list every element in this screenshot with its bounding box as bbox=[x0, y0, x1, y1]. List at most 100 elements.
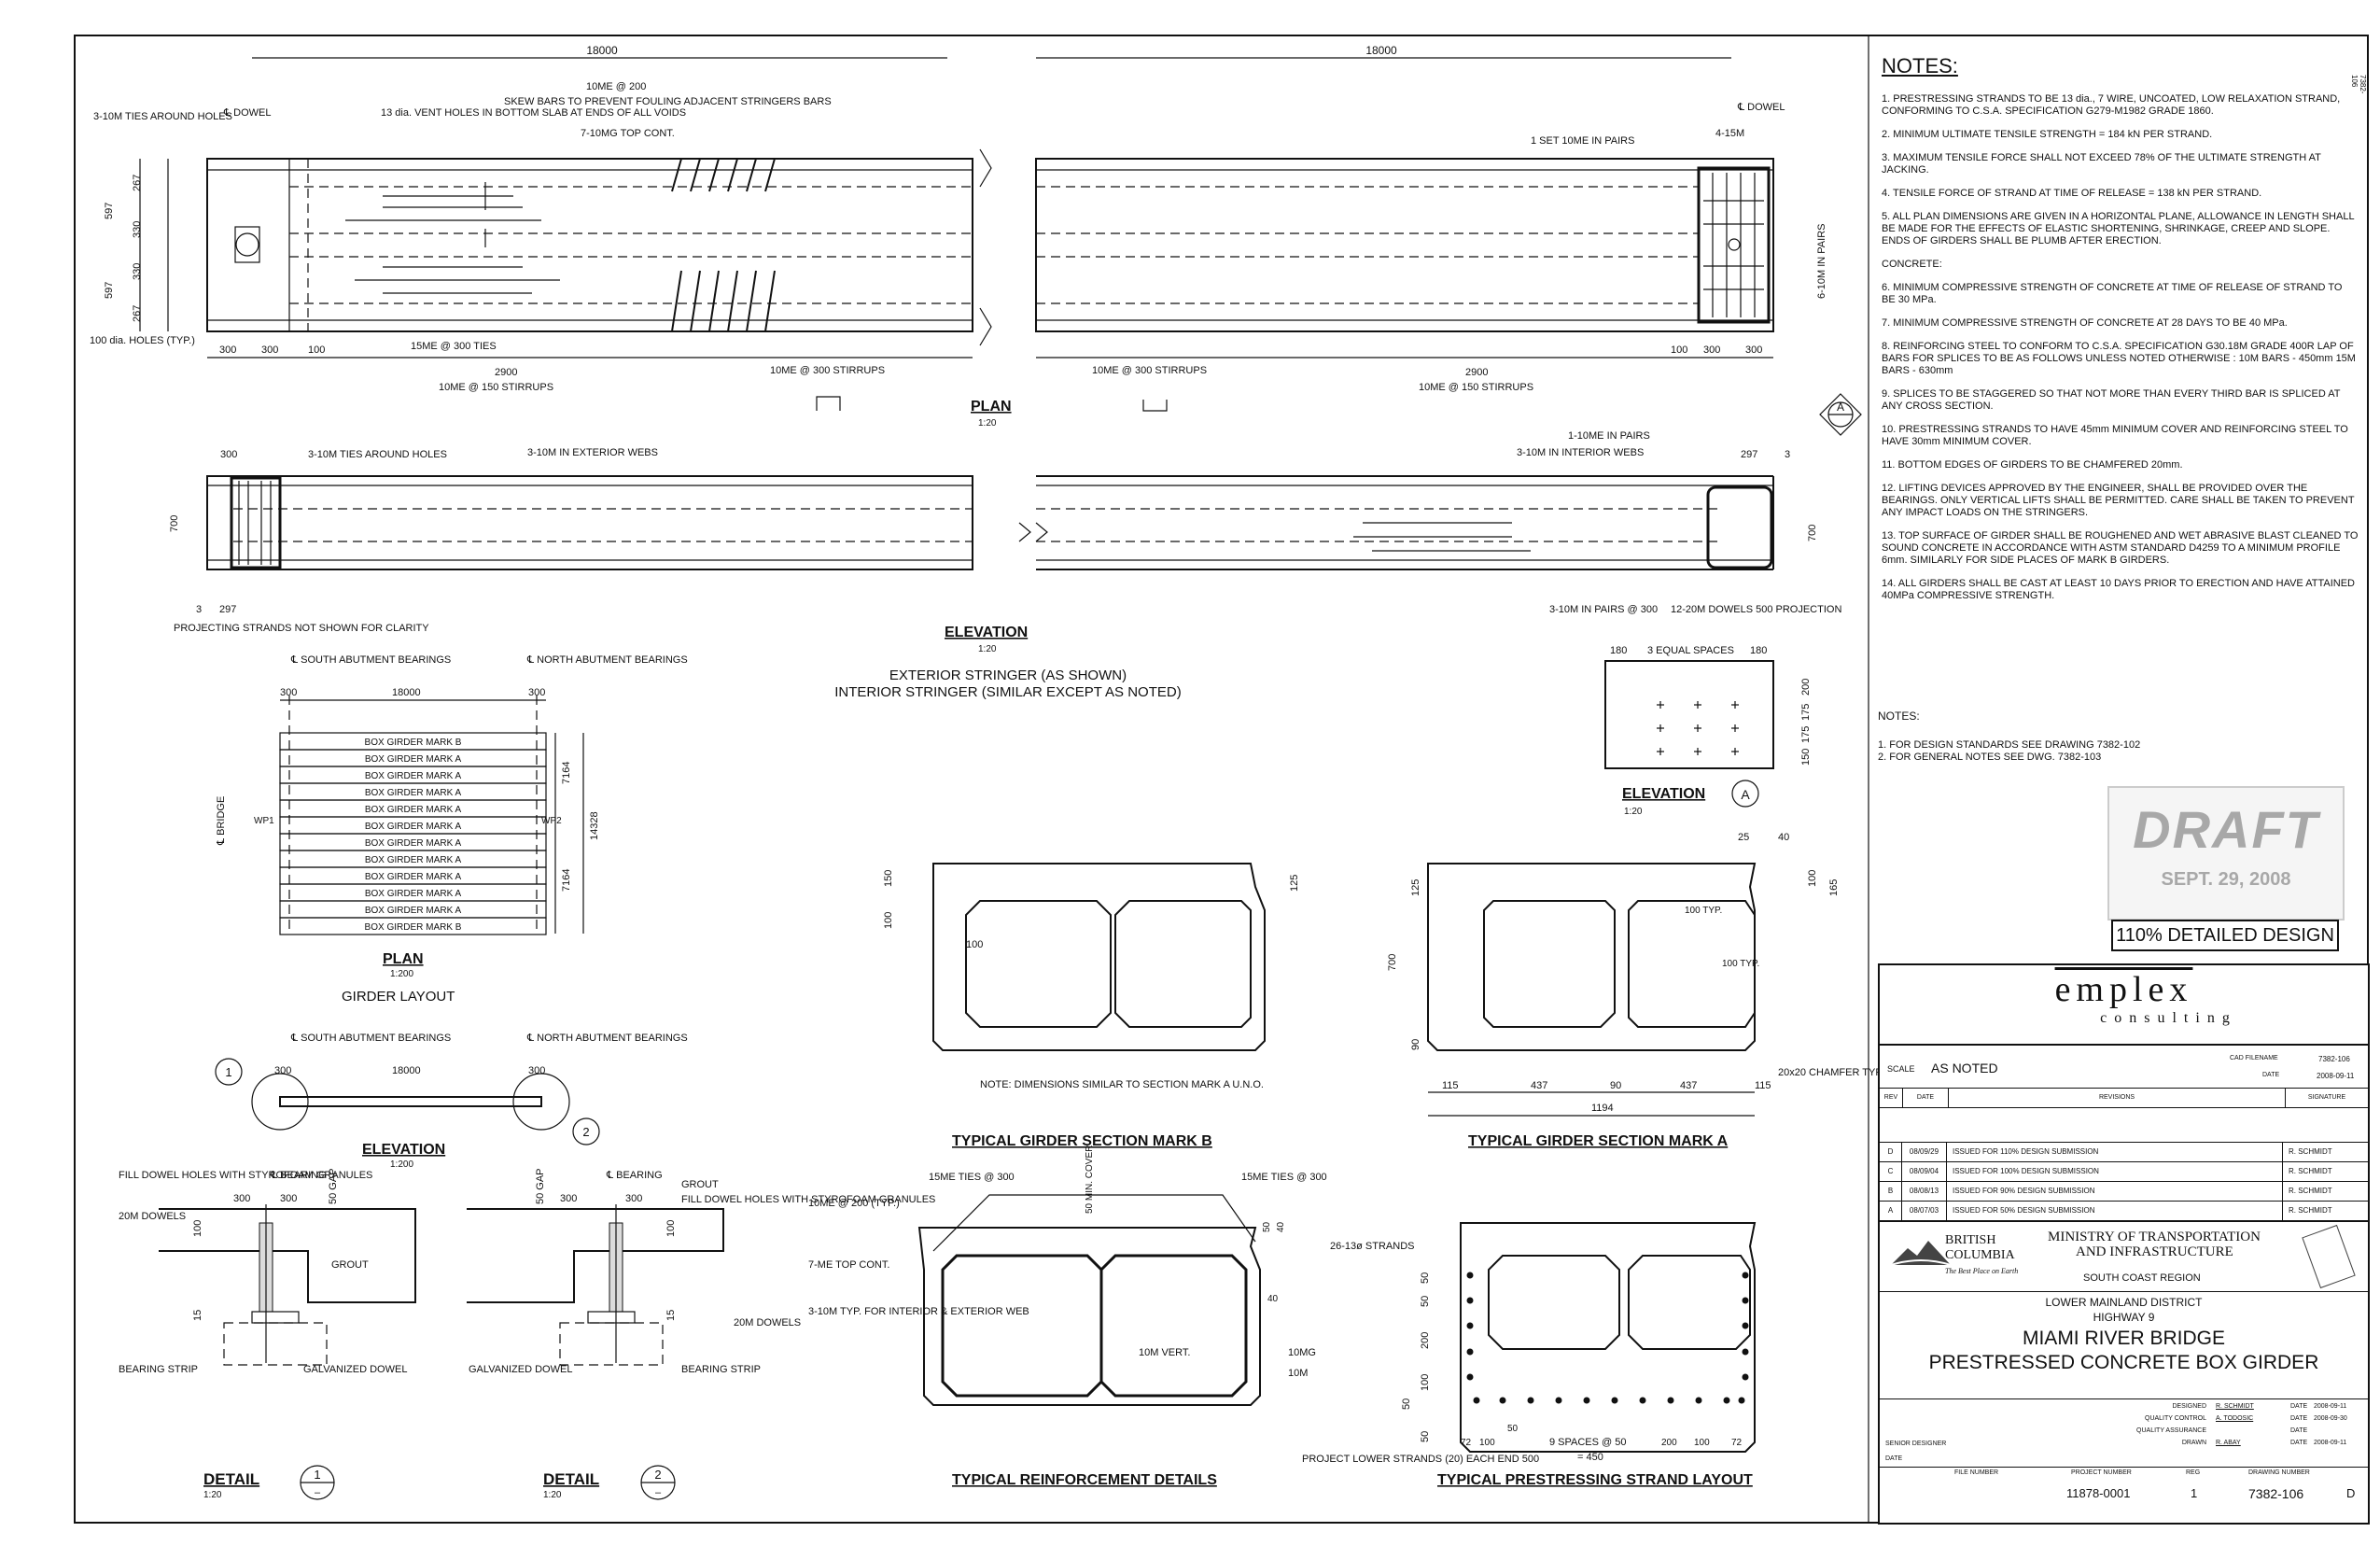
bc-name-1: BRITISH bbox=[1945, 1233, 1996, 1247]
strand-dot bbox=[1583, 1397, 1590, 1404]
d2-num: 2 bbox=[654, 1468, 661, 1482]
approval-date-label: DATE bbox=[2290, 1440, 2308, 1446]
dim-2900-right: 2900 bbox=[1465, 367, 1488, 378]
elev-label-dowels: 12-20M DOWELS 500 PROJECTION bbox=[1671, 604, 1841, 615]
girder-label: BOX GIRDER MARK A bbox=[365, 805, 462, 815]
firm-tag: c o n s u l t i n g bbox=[2100, 1010, 2232, 1026]
note-item: CONCRETE: bbox=[1882, 259, 1942, 270]
plan-view: 18000 18000 bbox=[90, 44, 1827, 429]
reinf-50: 50 bbox=[1262, 1221, 1272, 1232]
reg-value: 1 bbox=[2191, 1486, 2198, 1500]
detail-marker-1: 1 bbox=[225, 1065, 231, 1079]
number-row: FILE NUMBER PROJECT NUMBER 11878-0001 RE… bbox=[1880, 1468, 2368, 1507]
draft-stamp: DRAFT SEPT. 29, 2008 bbox=[2107, 786, 2345, 921]
bc-logo-icon bbox=[1890, 1241, 1952, 1266]
label-6-10m-pairs: 6-10M IN PAIRS bbox=[1816, 224, 1827, 300]
plan-title: PLAN bbox=[971, 399, 1012, 415]
firm-logo: emplex c o n s u l t i n g bbox=[1880, 969, 2368, 1046]
project-name: MIAMI RIVER BRIDGE bbox=[2022, 1328, 2226, 1349]
sec-a-typ-2: 100 TYP. bbox=[1722, 959, 1759, 969]
girder-label: BOX GIRDER MARK A bbox=[365, 771, 462, 781]
d1-dim-100: 100 bbox=[192, 1220, 203, 1237]
d1-gap: 50 GAP bbox=[328, 1168, 339, 1204]
file-number-label: FILE NUMBER bbox=[1954, 1469, 1999, 1476]
sec-b-dim-125: 125 bbox=[1289, 875, 1300, 892]
sec-a-dim-90b: 90 bbox=[1610, 1080, 1621, 1091]
d1-dim-15: 15 bbox=[192, 1310, 203, 1321]
notes-panel-2: NOTES: 1. FOR DESIGN STANDARDS SEE DRAWI… bbox=[1878, 710, 2359, 764]
revision-rev: D bbox=[1880, 1143, 1902, 1161]
reinf-ties-left: 15ME TIES @ 300 bbox=[929, 1172, 1015, 1183]
draft-word: DRAFT bbox=[2133, 800, 2319, 859]
elev-dim-297-left: 297 bbox=[219, 604, 236, 615]
reinf-10mg: 10MG bbox=[1288, 1347, 1316, 1358]
revision-text: ISSUED FOR 100% DESIGN SUBMISSION bbox=[1947, 1162, 2283, 1181]
scale-label: SCALE bbox=[1887, 1064, 1915, 1074]
d1-dim-300b: 300 bbox=[280, 1193, 297, 1204]
d2-dash: – bbox=[655, 1487, 662, 1498]
detail-bubble-icon bbox=[215, 1058, 243, 1086]
girder-layout-plan: ℄ SOUTH ABUTMENT BEARINGS ℄ NORTH ABUTME… bbox=[216, 654, 688, 1005]
reinf-title: TYPICAL REINFORCEMENT DETAILS bbox=[952, 1472, 1217, 1488]
girder-label: BOX GIRDER MARK B bbox=[365, 922, 462, 933]
sec-a-dim-700: 700 bbox=[1387, 954, 1398, 971]
approval-role: DRAWN bbox=[2181, 1440, 2206, 1446]
note-item-secondary: 1. FOR DESIGN STANDARDS SEE DRAWING 7382… bbox=[1878, 739, 2141, 751]
d2-20m-dowels: 20M DOWELS bbox=[734, 1317, 801, 1328]
strand-layout: 26-13ø STRANDS PROJECT LOWER STRANDS (20… bbox=[1302, 1222, 1757, 1488]
section-mark-a: 125 700 90 115 437 90 437 115 1194 25 40… bbox=[1387, 832, 1883, 1149]
strand-dot bbox=[1742, 1322, 1749, 1329]
label-holes-dia: 100 dia. HOLES (TYP.) bbox=[90, 335, 195, 346]
d2-bearing-strip: BEARING STRIP bbox=[681, 1364, 761, 1375]
d2-gap: 50 GAP bbox=[535, 1168, 546, 1204]
reg-label: REG bbox=[2186, 1469, 2201, 1476]
dim-300-b: 300 bbox=[261, 344, 278, 356]
note-item-secondary: 2. FOR GENERAL NOTES SEE DWG. 7382-103 bbox=[1878, 752, 2102, 763]
label-ties-holes: 3-10M TIES AROUND HOLES bbox=[93, 111, 232, 122]
strand-dot bbox=[1499, 1397, 1506, 1404]
sec-a-dim-125: 125 bbox=[1410, 879, 1421, 896]
girder-label: BOX GIRDER MARK A bbox=[365, 788, 462, 798]
reinf-cover: 50 MIN. COVER bbox=[1085, 1145, 1095, 1214]
revision-date: 08/09/29 bbox=[1902, 1143, 1947, 1161]
elev-dim-300: 300 bbox=[220, 449, 237, 460]
strand-dot bbox=[1527, 1397, 1534, 1404]
strand-dim-50e: 50 bbox=[1507, 1424, 1519, 1434]
project-row: LOWER MAINLAND DISTRICT HIGHWAY 9 MIAMI … bbox=[1880, 1296, 2368, 1399]
plan-dim-right: 18000 bbox=[1365, 44, 1397, 57]
rev-col-rev: REV bbox=[1880, 1089, 1903, 1107]
layout-wp1: WP1 bbox=[254, 816, 274, 826]
scale-value: AS NOTED bbox=[1931, 1061, 1998, 1075]
sec-b-dim-150: 150 bbox=[883, 870, 894, 887]
reinf-top-cont: 7-ME TOP CONT. bbox=[808, 1259, 889, 1271]
layout-elev-title: ELEVATION bbox=[362, 1142, 445, 1158]
d2-galv-dowel: GALVANIZED DOWEL bbox=[469, 1364, 572, 1375]
note-item: 3. MAXIMUM TENSILE FORCE SHALL NOT EXCEE… bbox=[1882, 152, 2321, 176]
rev-header: REV DATE REVISIONS SIGNATURE bbox=[1880, 1089, 2368, 1108]
approval-date: 2008-09-30 bbox=[2314, 1415, 2347, 1422]
strand-dot bbox=[1466, 1373, 1474, 1381]
elev-dim-3-right: 3 bbox=[1785, 449, 1790, 460]
d1-bearing: ℄ BEARING bbox=[270, 1170, 327, 1181]
sec-b-dim-100b: 100 bbox=[966, 939, 983, 950]
d2-dim-100: 100 bbox=[665, 1220, 677, 1237]
revision-sig: R. SCHMIDT bbox=[2289, 1167, 2332, 1175]
label-stirrups-300-left: 10ME @ 300 STIRRUPS bbox=[770, 365, 885, 376]
dim-100-a: 100 bbox=[308, 344, 325, 356]
approval-role: QUALITY CONTROL bbox=[2145, 1415, 2206, 1422]
sec-a-dim-437b: 437 bbox=[1680, 1080, 1697, 1091]
date-value: 2008-09-11 bbox=[2317, 1072, 2355, 1080]
d2-title: DETAIL bbox=[543, 1470, 599, 1488]
dim-330-bot: 330 bbox=[132, 263, 143, 280]
elev-a-dim-150: 150 bbox=[1800, 749, 1812, 766]
reinforcement-details: 15ME TIES @ 300 50 MIN. COVER 15ME TIES … bbox=[808, 1145, 1327, 1488]
elev-a-dim-180-right: 180 bbox=[1750, 645, 1767, 656]
elev-a-dim-175b: 175 bbox=[1800, 726, 1812, 743]
highway: HIGHWAY 9 bbox=[2093, 1311, 2155, 1324]
section-mark-b: 150 100 100 125 NOTE: DIMENSIONS SIMILAR… bbox=[883, 863, 1300, 1149]
section-marker-icon bbox=[1819, 393, 1862, 436]
